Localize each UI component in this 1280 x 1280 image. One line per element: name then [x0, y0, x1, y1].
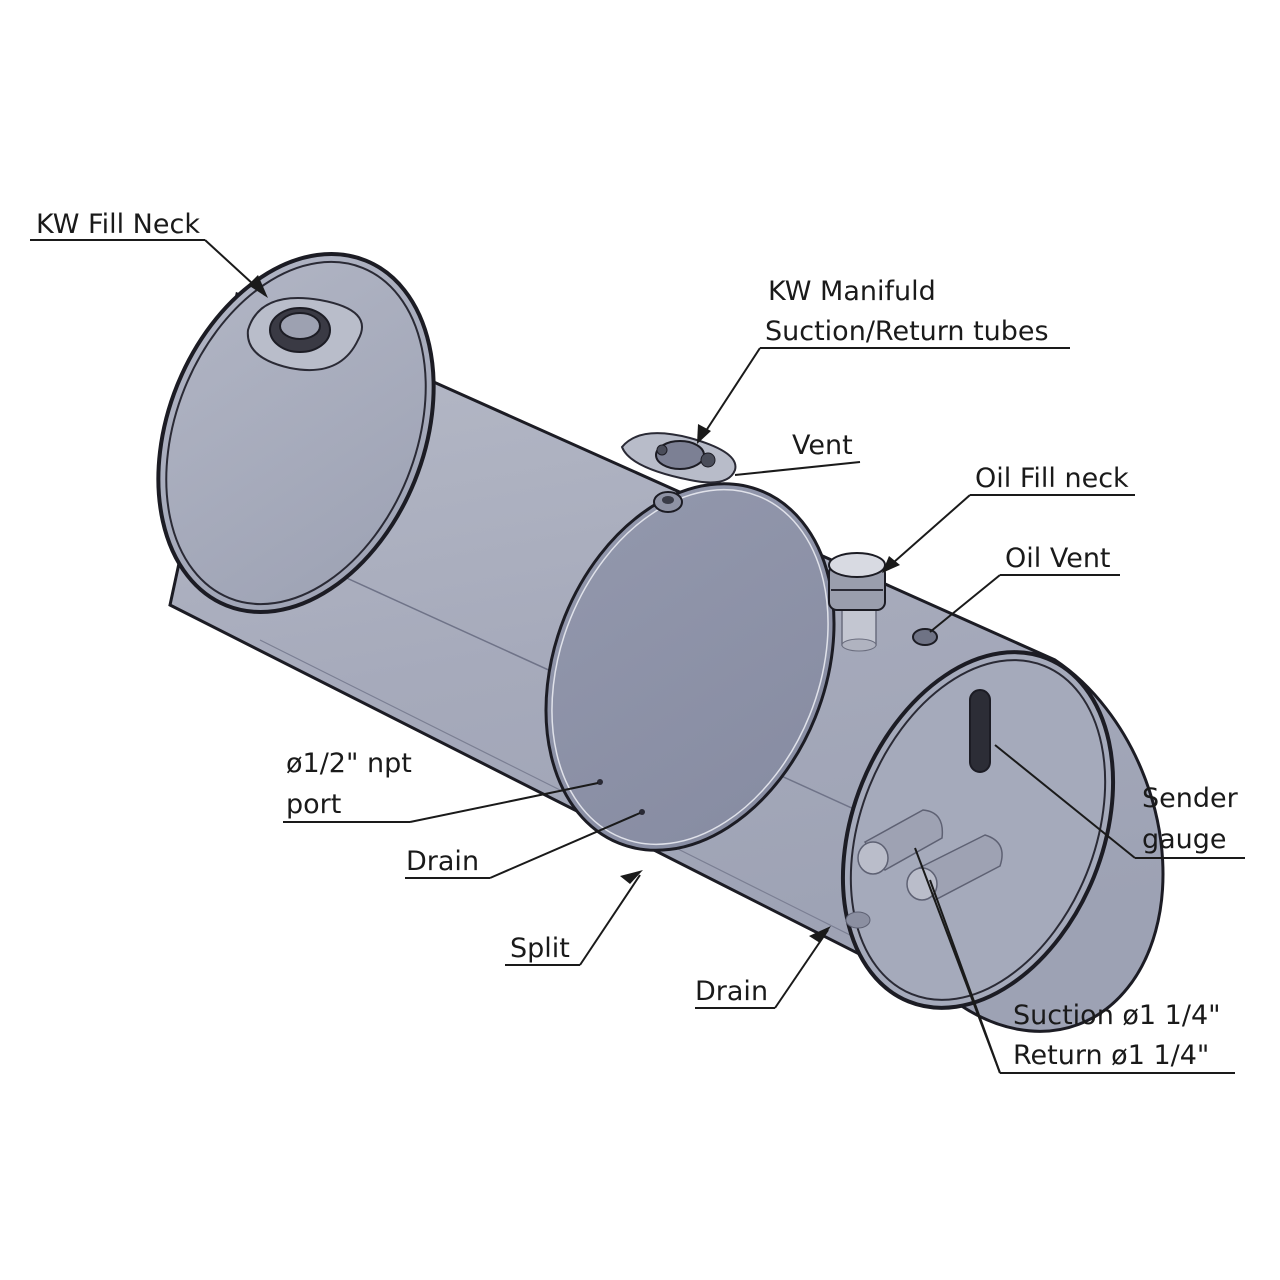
- split-band: [544, 482, 836, 852]
- left-end-cap-rim: [165, 260, 427, 606]
- left-end-cap: [156, 252, 436, 614]
- kw-fill-neck-fitting: [246, 297, 363, 372]
- suction-tube: [857, 809, 944, 875]
- vent-fitting: [653, 491, 683, 513]
- label-oil-fill-neck: Oil Fill neck: [975, 463, 1129, 494]
- kw-manifold-fitting: [620, 432, 737, 484]
- right-end-cap-rim: [849, 659, 1107, 1001]
- label-oil-vent: Oil Vent: [1005, 543, 1111, 574]
- leader-lines: [30, 239, 1245, 1074]
- label-suction: Suction ø1 1/4": [1013, 1000, 1221, 1031]
- oil-vent-fitting: [912, 628, 938, 646]
- label-port: port: [286, 789, 341, 820]
- drain-dot: [639, 809, 645, 815]
- oil-fill-neck-fitting: [828, 552, 886, 652]
- label-npt-port: ø1/2" npt: [286, 748, 412, 779]
- label-suction-return-tubes: Suction/Return tubes: [765, 316, 1049, 347]
- right-drain-plug: [845, 911, 871, 929]
- sender-gauge-slot: [969, 689, 991, 773]
- label-drain-left: Drain: [406, 846, 479, 877]
- label-drain-right: Drain: [695, 976, 768, 1007]
- label-gauge: gauge: [1142, 824, 1227, 855]
- right-end-cap: [840, 650, 1116, 1010]
- label-vent: Vent: [792, 430, 853, 461]
- split-band-rim: [551, 488, 829, 846]
- npt-port-dot: [597, 779, 603, 785]
- label-split: Split: [510, 933, 570, 964]
- label-kw-fill-neck: KW Fill Neck: [36, 209, 200, 240]
- return-tube: [906, 834, 1003, 901]
- leader-arrowheads: [248, 275, 900, 943]
- label-kw-manifold: KW Manifuld: [768, 276, 936, 307]
- label-return: Return ø1 1/4": [1013, 1040, 1209, 1071]
- label-sender: Sender: [1142, 783, 1239, 814]
